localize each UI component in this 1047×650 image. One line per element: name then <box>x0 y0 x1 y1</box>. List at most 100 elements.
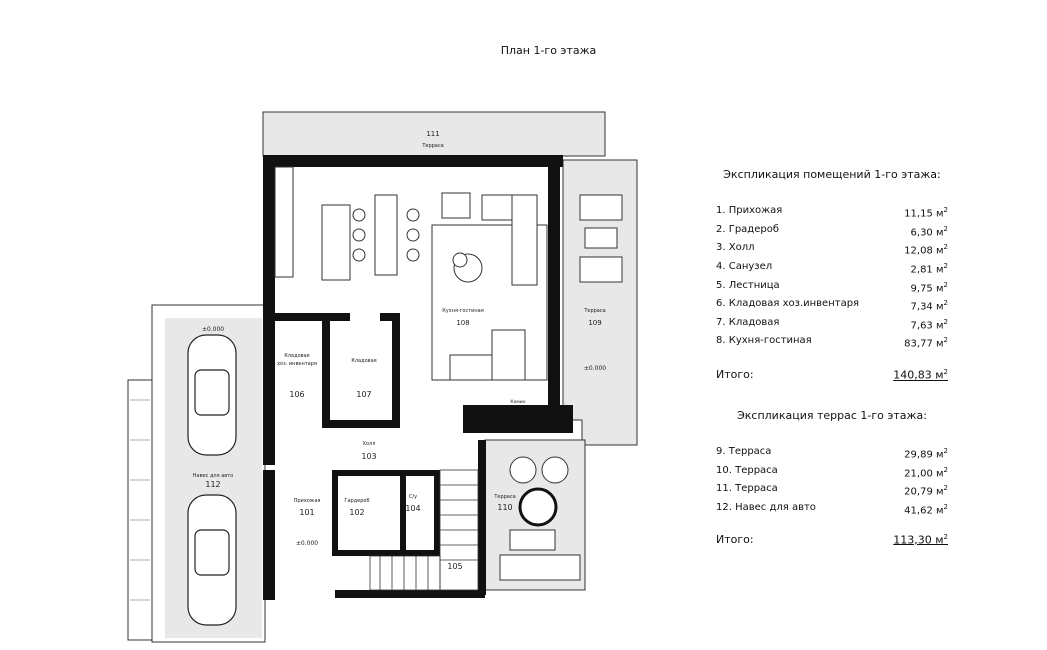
row-area-value: 7,63 м <box>910 320 944 332</box>
superscript: 2 <box>943 502 948 511</box>
row-area-value: 41,62 м <box>904 505 944 517</box>
room-102-name: Гардероб <box>344 498 369 504</box>
terrace-110-name: Терраса <box>493 494 515 500</box>
row-area: 7,63 м2 <box>911 315 948 334</box>
superscript: 2 <box>943 224 948 233</box>
row-area-value: 29,89 м <box>904 449 944 461</box>
terrace-109-number: 109 <box>588 319 601 327</box>
room-104-number: 104 <box>405 504 420 513</box>
room-104-name: С/у <box>409 494 417 500</box>
superscript: 2 <box>943 532 948 541</box>
carport-ramp <box>127 379 152 641</box>
row-area-value: 6,30 м <box>910 226 944 238</box>
row-area-value: 12,08 м <box>904 245 944 257</box>
row-area-value: 83,77 м <box>904 338 944 350</box>
explication-row: 6. Кладовая хоз.инвентаря 7,34 м2 <box>716 296 948 315</box>
superscript: 2 <box>943 280 948 289</box>
stairs-105 <box>369 469 479 591</box>
explication-row: 11. Терраса 20,79 м2 <box>716 481 948 500</box>
plan-title: План 1-го этажа <box>500 44 597 57</box>
tree-icon <box>518 487 558 527</box>
superscript: 2 <box>943 261 948 270</box>
rooms-total-row: Итого: 140,83 м2 <box>716 368 948 382</box>
terrace-111 <box>262 111 606 157</box>
explication-row: 7. Кладовая 7,63 м2 <box>716 315 948 334</box>
explication-row: 2. Градероб 6,30 м2 <box>716 222 948 241</box>
row-name: 6. Кладовая хоз.инвентаря <box>716 298 860 310</box>
explication-row: 4. Санузел 2,81 м2 <box>716 259 948 278</box>
fireplace-label: Камин <box>510 399 525 405</box>
row-area: 7,34 м2 <box>911 296 948 315</box>
superscript: 2 <box>943 336 948 345</box>
car-icon <box>187 494 237 626</box>
room-107-name: Кладовая <box>351 358 376 364</box>
row-name: 7. Кладовая <box>716 316 780 328</box>
room-101-name: Прихожая <box>294 498 321 504</box>
total-label: Итого: <box>716 368 754 381</box>
terrace-110-number: 110 <box>497 503 512 512</box>
superscript: 2 <box>943 447 948 455</box>
superscript: 2 <box>943 299 948 308</box>
terraces-explication: Экспликация террас 1-го этажа: 9. Террас… <box>716 409 948 546</box>
row-area: 11,15 м2 <box>904 203 948 222</box>
row-name: 10. Терраса <box>716 464 778 476</box>
room-108-number: 108 <box>456 319 469 327</box>
explication-row: 8. Кухня-гостиная 83,77 м2 <box>716 333 948 352</box>
explication-row: 12. Навес для авто 41,62 м2 <box>716 500 948 519</box>
room-101-level: ±0.000 <box>296 540 318 547</box>
carport-112-name: Навес для авто <box>193 473 233 479</box>
row-area-value: 2,81 м <box>910 264 944 276</box>
superscript: 2 <box>943 317 948 326</box>
terrace-111-name: Терраса <box>421 143 443 149</box>
carport-level: ±0.000 <box>202 326 224 333</box>
superscript: 2 <box>943 206 948 214</box>
superscript: 2 <box>943 484 948 493</box>
room-101-number: 101 <box>299 508 314 517</box>
rooms-explication: Экспликация помещений 1-го этажа: 1. При… <box>716 168 948 382</box>
row-area-value: 20,79 м <box>904 486 944 498</box>
terrace-109-name: Терраса <box>583 308 605 314</box>
rooms-total-value: 140,83 м <box>893 368 944 382</box>
row-area: 12,08 м2 <box>904 240 948 259</box>
row-area-value: 7,34 м <box>910 301 944 313</box>
room-106-name: Кладовая <box>284 353 309 359</box>
explication-row: 10. Терраса 21,00 м2 <box>716 463 948 482</box>
terraces-heading: Экспликация террас 1-го этажа: <box>737 409 927 422</box>
row-name: 4. Санузел <box>716 260 773 272</box>
room-106-name-2: хоз. инвентаря <box>277 361 317 367</box>
row-area: 83,77 м2 <box>904 333 948 352</box>
floor-plan: 111 Терраса Кухня-гостиная 108 Терраса 1… <box>127 111 638 643</box>
total-label: Итого: <box>716 532 754 546</box>
terrace-109-level: ±0.000 <box>584 365 606 372</box>
carport-112-number: 112 <box>205 480 220 489</box>
room-102-number: 102 <box>349 508 364 517</box>
row-name: 11. Терраса <box>716 483 778 495</box>
room-103-name: Холл <box>363 441 376 447</box>
terrace-111-number: 111 <box>426 130 439 138</box>
row-area: 21,00 м2 <box>904 463 948 482</box>
walls <box>263 155 573 600</box>
row-name: 8. Кухня-гостиная <box>716 335 812 347</box>
row-area: 20,79 м2 <box>904 481 948 500</box>
row-area: 6,30 м2 <box>911 222 948 241</box>
row-area-value: 9,75 м <box>910 282 944 294</box>
room-107-number: 107 <box>356 390 371 399</box>
row-name: 12. Навес для авто <box>716 501 816 513</box>
row-area-value: 11,15 м <box>904 208 944 220</box>
row-area-value: 21,00 м <box>904 467 944 479</box>
room-103-number: 103 <box>361 452 376 461</box>
explication-row: 9. Терраса 29,89 м2 <box>716 444 948 463</box>
stairs-105-number: 105 <box>447 562 462 571</box>
terraces-total-value: 113,30 м <box>893 533 944 547</box>
row-name: 9. Терраса <box>716 446 772 457</box>
row-name: 2. Градероб <box>716 223 779 235</box>
room-106-number: 106 <box>289 390 304 399</box>
superscript: 2 <box>943 368 948 376</box>
row-area: 2,81 м2 <box>911 259 948 278</box>
car-icon <box>187 334 237 456</box>
row-name: 3. Холл <box>716 242 755 254</box>
explication-row: 3. Холл 12,08 м2 <box>716 240 948 259</box>
row-area: 9,75 м2 <box>911 278 948 297</box>
